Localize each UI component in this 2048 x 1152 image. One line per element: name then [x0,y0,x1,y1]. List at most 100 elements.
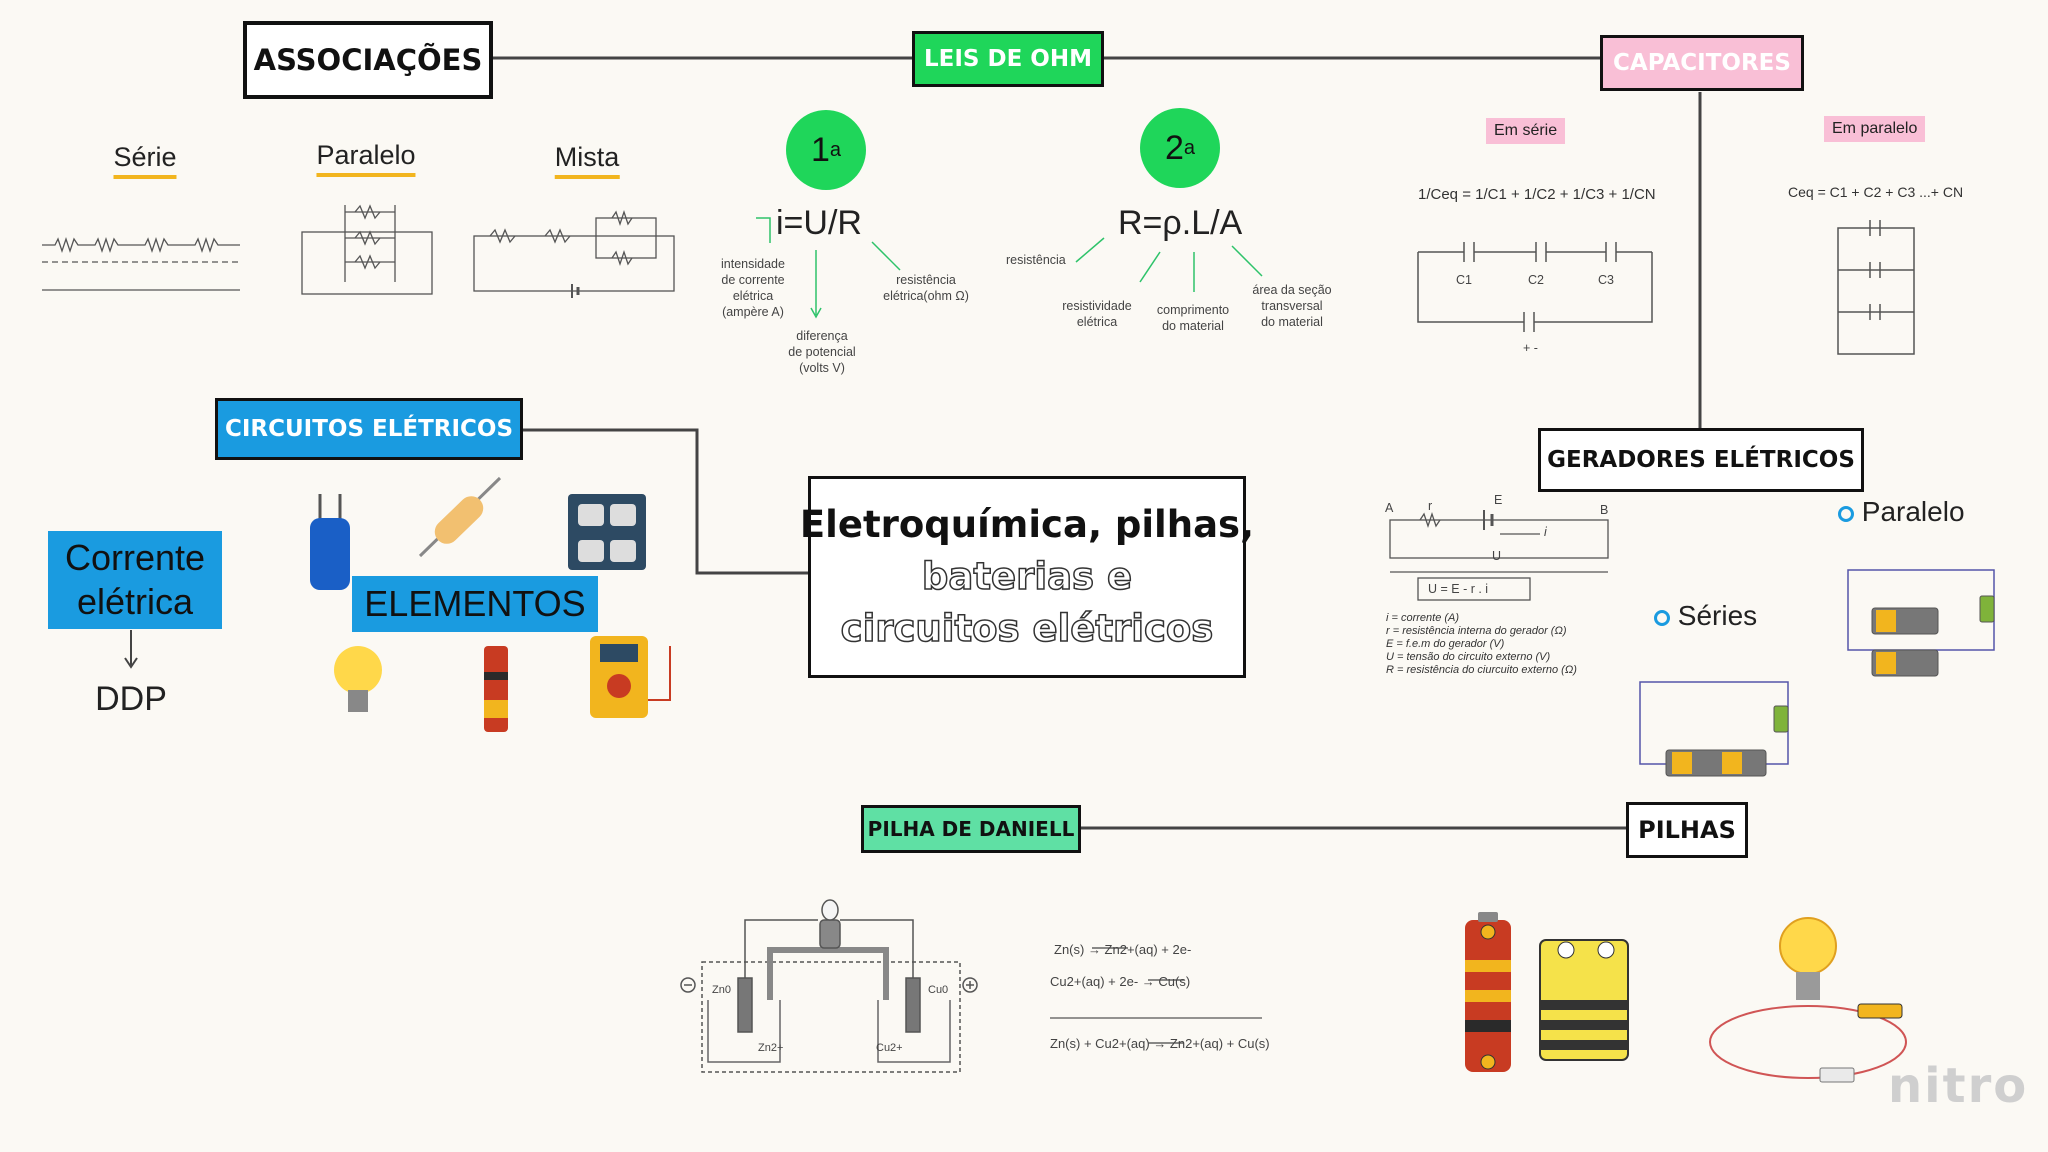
second-law-formula: R=ρ.L/A [1118,204,1243,242]
eletrica-label: elétrica [76,581,194,622]
associacoes-node: ASSOCIAÇÕES [243,21,493,99]
ohm-arrows [756,217,1263,319]
legend-line-5: R = resistência do ciurcuito externo (Ω) [1386,664,1577,676]
gerador-formula: U = E - r . i [1428,582,1489,596]
resistencia-eletrica-line-2: elétrica(ohm Ω) [883,289,969,303]
resistencia-eletrica-line-1: resistência [896,273,956,287]
first-law-sup: a [829,138,842,161]
corrente-eletrica-node: Corrente elétrica [48,531,222,629]
corrente-label: Corrente [64,537,206,578]
second-law-number: 2 [1164,128,1184,167]
first-law-number: 1 [810,130,830,169]
area-line-1: área da seção [1252,283,1332,297]
parallel-battery-circuit [1847,569,1995,677]
ddp-line-2: de potencial [788,345,856,359]
serie-label: Série [113,142,177,179]
lightbulb-icon [334,646,382,712]
intensidade-line-3: elétrica [732,289,774,303]
central-topic-line3: circuitos elétricos [840,606,1214,651]
leis-de-ohm-node: LEIS DE OHM [912,31,1104,87]
zn2-label: Zn2+ [758,1042,784,1054]
gerador-series-label: Séries [1654,600,1757,632]
capacitores-node: CAPACITORES [1600,35,1804,91]
central-topic: Eletroquímica, pilhas, baterias e circui… [800,476,1254,678]
cap-polarity: + - [1523,341,1538,355]
intensidade-label: intensidade de corrente elétrica (ampère… [721,256,785,320]
gerador-b-label: B [1600,503,1609,517]
em-serie-tag: Em série [1486,118,1566,144]
gerador-e-label: E [1494,493,1503,507]
resistencia-eletrica-label: resistência elétrica(ohm Ω) [883,272,969,304]
legend-line-3: E = f.e.m do gerador (V) [1386,638,1505,650]
gerador-r-label: r [1428,499,1433,513]
gerador-circuit [1389,510,1609,601]
cap-c3-label: C3 [1598,273,1614,287]
em-paralelo-tag: Em paralelo [1824,116,1926,142]
resistor-icon [418,476,502,558]
legend-line-1: i = corrente (A) [1386,612,1460,624]
geradores-eletricos-node: GERADORES ELÉTRICOS [1538,428,1864,492]
gerador-i-label: i [1544,525,1547,539]
capacitor-serie-formula: 1/Ceq = 1/C1 + 1/C2 + 1/C3 + 1/CN [1418,186,1656,203]
series-battery-circuit [1639,681,1789,777]
cu0-label: Cu0 [928,984,949,996]
capacitor-icon [310,494,350,590]
series-bullet-icon [1654,609,1670,626]
paralelo-circuit [301,204,433,295]
cap-c2-label: C2 [1528,273,1544,287]
paralelo-text: Paralelo [1861,496,1965,527]
daniell-eq3: Zn(s) + Cu2+(aq) → Zn2+(aq) + Cu(s) [1050,1036,1270,1051]
pilha-de-daniell-node: PILHA DE DANIELL [861,805,1081,853]
resistividade-line-2: elétrica [1076,315,1118,329]
resistividade-line-1: resistividade [1062,299,1132,313]
pilhas-node: PILHAS [1626,802,1748,858]
comprimento-label: comprimento do material [1157,302,1229,334]
intensidade-line-2: de corrente [721,273,785,287]
ddp-label: DDP [95,680,167,718]
comprimento-line-1: comprimento [1156,303,1230,317]
battery-icon [484,646,508,732]
paralelo-bullet-icon [1838,505,1854,522]
ddp-line-1: diferença [796,329,848,343]
gerador-paralelo-label: Paralelo [1838,496,1965,528]
switch-panel-icon [568,494,646,570]
mista-label: Mista [554,142,620,179]
daniell-eq1: Zn(s) → Zn2+(aq) + 2e- [1054,942,1192,957]
elementos-node: ELEMENTOS [352,576,598,632]
comprimento-line-2: do material [1162,319,1224,333]
ddp-line-3: (volts V) [799,361,845,375]
central-topic-line1: Eletroquímica, pilhas, [799,503,1255,546]
9v-battery-icon [1539,939,1629,1061]
intensidade-line-1: intensidade [721,257,785,271]
capacitor-paralelo-formula: Ceq = C1 + C2 + C3 ...+ CN [1788,184,1964,200]
second-law-sup: a [1183,136,1196,159]
legend-line-4: U = tensão do circuito externo (V) [1386,651,1551,663]
gerador-a-label: A [1385,501,1394,515]
central-topic-line2: baterias e [921,554,1133,599]
legend-line-2: r = resistência interna do gerador (Ω) [1386,625,1567,637]
gerador-u-label: U [1492,549,1502,563]
paralelo-label: Paralelo [316,140,416,177]
diferenca-potencial-label: diferença de potencial (volts V) [788,328,855,376]
area-line-2: transversal [1261,299,1323,313]
series-text: Séries [1677,600,1758,631]
intensidade-line-4: (ampère A) [722,305,784,319]
area-line-3: do material [1261,315,1323,329]
nitro-logo: nitro [1888,1058,2029,1114]
capacitor-parallel-circuit [1837,220,1915,355]
pilhas-lamp-circuit [1709,917,1907,1083]
aa-battery-icon [1465,912,1511,1072]
circuitos-eletricos-node: CIRCUITOS ELÉTRICOS [215,398,523,460]
first-law-formula: i=U/R [776,204,862,242]
area-label: área da seção transversal do material [1252,282,1331,330]
capacitor-series-circuit [1417,242,1653,332]
mista-circuit [473,209,675,298]
zn0-label: Zn0 [712,984,731,996]
cap-c1-label: C1 [1456,273,1472,287]
daniell-eq2: Cu2+(aq) + 2e- → Cu(s) [1050,974,1191,989]
serie-circuit [42,236,240,291]
cu2-label: Cu2+ [876,1042,903,1054]
multimeter-icon [590,636,671,718]
